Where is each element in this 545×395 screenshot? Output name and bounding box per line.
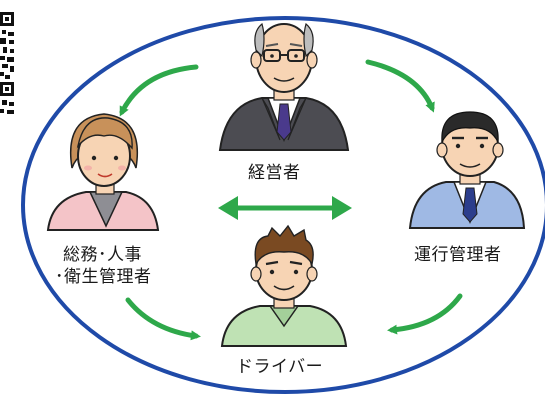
arrow-general-affairs-to-driver	[125, 297, 201, 341]
driver-figure	[220, 224, 348, 347]
ceo-figure	[218, 22, 350, 151]
ceo-label: 経営者	[248, 163, 301, 183]
operations-manager-label: 運行管理者	[414, 245, 502, 265]
general-affairs-label-line2: ･衛生管理者	[55, 267, 152, 287]
general-affairs-figure	[46, 113, 160, 231]
arrow-ceo-to-operations	[365, 59, 435, 113]
boundary-ellipse	[21, 16, 545, 394]
operations-manager-figure	[408, 111, 526, 229]
general-affairs-label-line1: 総務･人事	[63, 245, 142, 265]
arrow-ceo-to-general-affairs	[119, 64, 199, 117]
qr-code-icon	[0, 8, 18, 118]
arrow-bidirectional	[218, 196, 352, 220]
arrow-operations-to-driver	[387, 293, 463, 335]
driver-label: ドライバー	[236, 357, 324, 377]
